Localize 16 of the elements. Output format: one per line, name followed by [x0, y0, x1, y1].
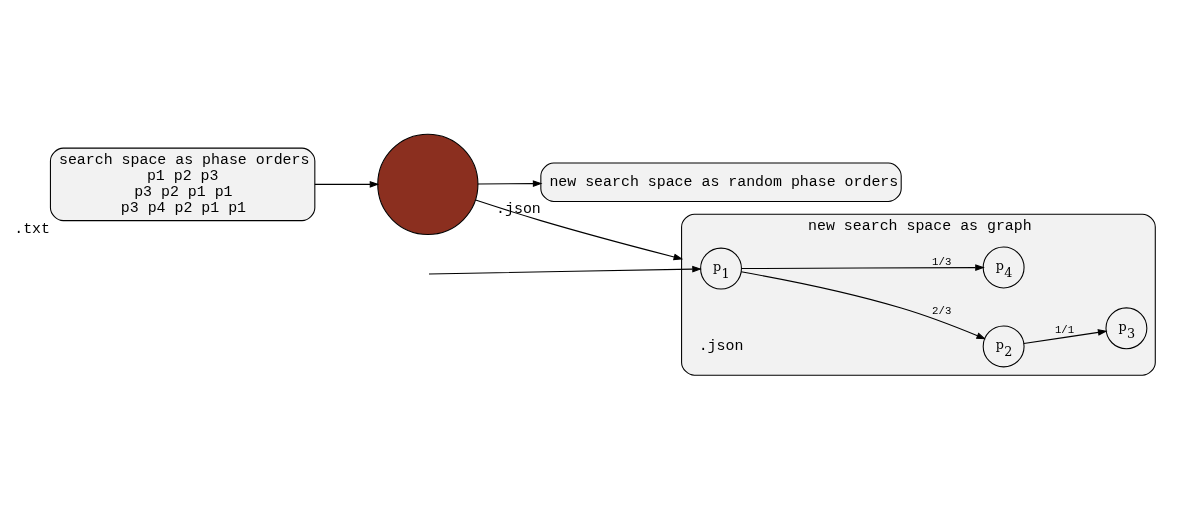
edge-label: 2/3	[932, 304, 952, 317]
arrow	[314, 180, 380, 188]
arrow	[477, 179, 543, 187]
arrow	[1023, 328, 1108, 344]
node-box: search space as phase orders p1 p2 p3 p3 p2 p1 p1 p3 p4 p2 p1 p1	[49, 147, 316, 221]
node-label: .json	[496, 200, 541, 217]
arrow	[475, 199, 684, 260]
node-label: .txt	[14, 220, 50, 237]
arrow	[740, 270, 986, 339]
node-box: new search space as random phase orders	[540, 162, 902, 202]
arrow	[741, 263, 985, 271]
node-circle	[377, 133, 479, 235]
edge-label: 1/3	[932, 255, 952, 268]
node-label: .json	[698, 337, 744, 354]
arrow	[428, 265, 702, 274]
edge-label: 1/1	[1054, 323, 1075, 336]
